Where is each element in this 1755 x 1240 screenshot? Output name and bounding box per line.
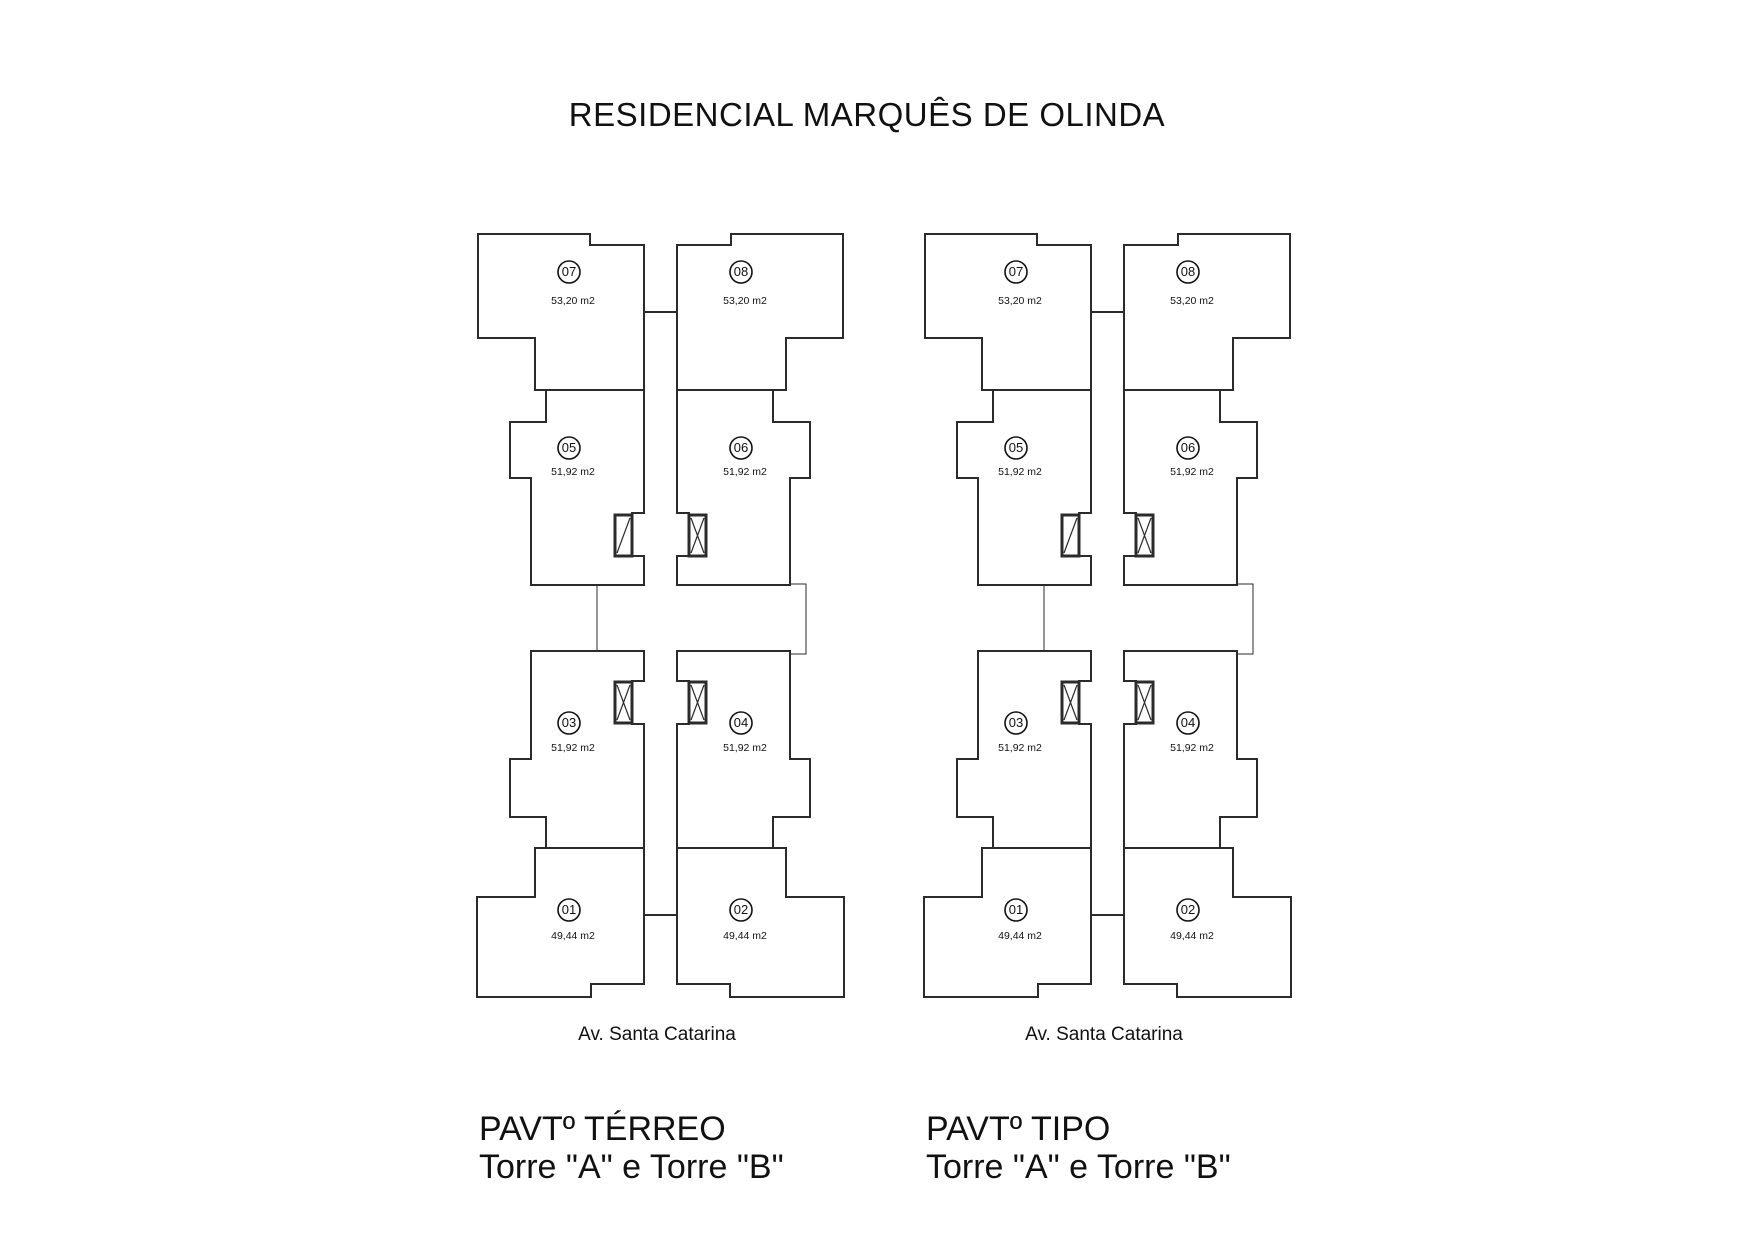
unit-03-area: 51,92 m2 bbox=[551, 742, 595, 754]
unit-02-number: 02 bbox=[734, 902, 748, 917]
unit-04-number: 04 bbox=[734, 715, 748, 730]
floor-plan-terreo: 07 53,20 m2 08 53,20 m2 05 51,92 m2 06 5… bbox=[475, 232, 846, 1186]
unit-02-number: 02 bbox=[1181, 902, 1195, 917]
unit-08-number: 08 bbox=[734, 264, 748, 279]
unit-01-number: 01 bbox=[1009, 902, 1023, 917]
unit-07-number: 07 bbox=[562, 264, 576, 279]
unit-04-badge bbox=[729, 711, 753, 735]
plan-caption-line2: Torre "A" e Torre "B" bbox=[479, 1148, 784, 1186]
unit-03-number: 03 bbox=[1009, 715, 1023, 730]
unit-01-area: 49,44 m2 bbox=[998, 930, 1042, 942]
unit-06-badge bbox=[729, 436, 753, 460]
unit-04-number: 04 bbox=[1181, 715, 1195, 730]
unit-06-number: 06 bbox=[734, 440, 748, 455]
unit-01-badge bbox=[557, 898, 581, 922]
unit-08-badge bbox=[1176, 260, 1200, 284]
unit-02-area: 49,44 m2 bbox=[723, 930, 767, 942]
unit-08-area: 53,20 m2 bbox=[723, 295, 767, 307]
page-title: RESIDENCIAL MARQUÊS DE OLINDA bbox=[569, 96, 1165, 133]
unit-01-area: 49,44 m2 bbox=[551, 930, 595, 942]
unit-03-area: 51,92 m2 bbox=[998, 742, 1042, 754]
unit-01-badge bbox=[1004, 898, 1028, 922]
unit-05-badge bbox=[557, 436, 581, 460]
plan-caption-line1: PAVTº TÉRREO bbox=[479, 1110, 726, 1148]
unit-02-area: 49,44 m2 bbox=[1170, 930, 1214, 942]
unit-03-badge bbox=[1004, 711, 1028, 735]
unit-08-number: 08 bbox=[1181, 264, 1195, 279]
unit-06-area: 51,92 m2 bbox=[1170, 466, 1214, 478]
unit-04-area: 51,92 m2 bbox=[1170, 742, 1214, 754]
unit-03-badge bbox=[557, 711, 581, 735]
plan-caption-line2: Torre "A" e Torre "B" bbox=[926, 1148, 1231, 1186]
unit-06-badge bbox=[1176, 436, 1200, 460]
unit-07-area: 53,20 m2 bbox=[551, 295, 595, 307]
unit-05-number: 05 bbox=[562, 440, 576, 455]
unit-07-number: 07 bbox=[1009, 264, 1023, 279]
unit-08-badge bbox=[729, 260, 753, 284]
unit-05-area: 51,92 m2 bbox=[998, 466, 1042, 478]
unit-02-badge bbox=[1176, 898, 1200, 922]
unit-05-area: 51,92 m2 bbox=[551, 466, 595, 478]
unit-04-badge bbox=[1176, 711, 1200, 735]
street-label: Av. Santa Catarina bbox=[1025, 1024, 1183, 1045]
unit-07-area: 53,20 m2 bbox=[998, 295, 1042, 307]
plan-caption-line1: PAVTº TIPO bbox=[926, 1110, 1110, 1148]
street-label: Av. Santa Catarina bbox=[578, 1024, 736, 1045]
floor-plan-tipo: 07 53,20 m2 08 53,20 m2 05 51,92 m2 06 5… bbox=[922, 232, 1293, 1186]
unit-08-area: 53,20 m2 bbox=[1170, 295, 1214, 307]
unit-06-number: 06 bbox=[1181, 440, 1195, 455]
unit-03-number: 03 bbox=[562, 715, 576, 730]
unit-06-area: 51,92 m2 bbox=[723, 466, 767, 478]
unit-07-badge bbox=[557, 260, 581, 284]
unit-01-number: 01 bbox=[562, 902, 576, 917]
unit-02-badge bbox=[729, 898, 753, 922]
unit-05-badge bbox=[1004, 436, 1028, 460]
unit-07-badge bbox=[1004, 260, 1028, 284]
unit-05-number: 05 bbox=[1009, 440, 1023, 455]
unit-04-area: 51,92 m2 bbox=[723, 742, 767, 754]
